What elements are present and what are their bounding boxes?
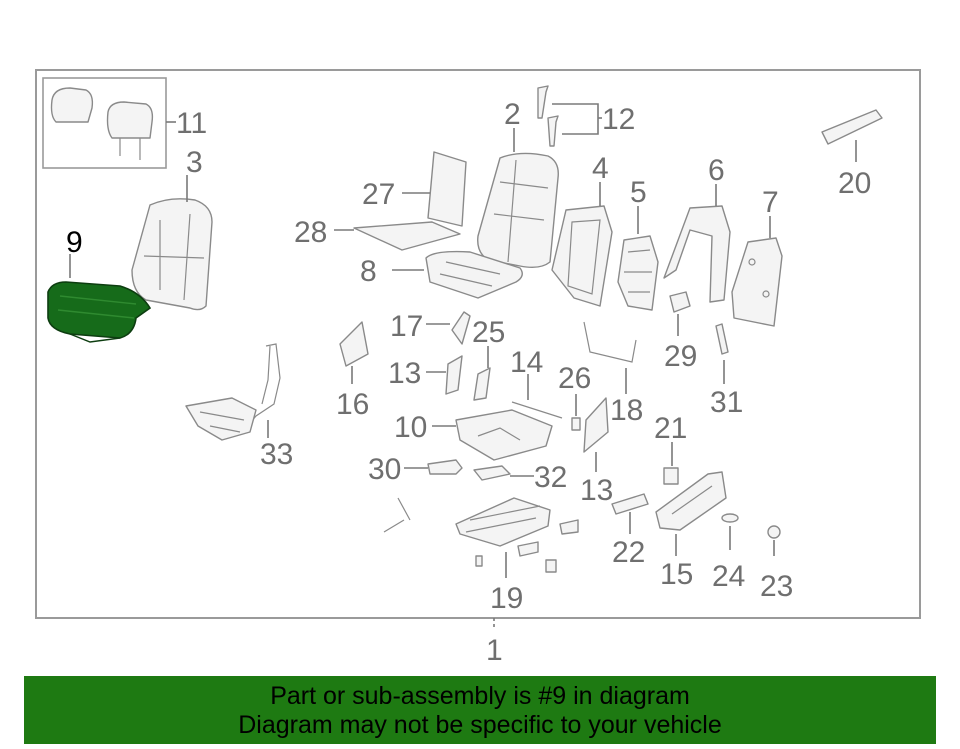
callout-5: 5 <box>630 176 647 209</box>
callout-9: 9 <box>66 226 83 259</box>
callout-16: 16 <box>336 388 369 421</box>
part-8-cushion[interactable] <box>425 250 523 299</box>
banner-line-disclaimer: Diagram may not be specific to your vehi… <box>238 711 722 739</box>
part-18-bracket[interactable] <box>583 321 637 363</box>
callout-10: 10 <box>394 411 427 444</box>
part-13-bracket-right[interactable] <box>583 397 609 453</box>
callout-21: 21 <box>654 412 687 445</box>
callout-24: 24 <box>712 560 745 593</box>
part-21-switch[interactable] <box>663 467 679 485</box>
part-12-bolts[interactable] <box>537 85 559 147</box>
part-32-cover[interactable] <box>473 465 511 481</box>
callout-32: 32 <box>534 461 567 494</box>
part-33-wiring-harness[interactable] <box>185 343 281 441</box>
callout-11: 11 <box>176 107 207 140</box>
part-22-switch-bezel[interactable] <box>611 493 649 515</box>
part-10-cushion-frame[interactable] <box>455 409 553 461</box>
part-3-seatback-cover[interactable] <box>131 198 213 311</box>
part-23-knob[interactable] <box>767 525 781 539</box>
callout-4: 4 <box>592 152 609 185</box>
part-25-bracket[interactable] <box>473 367 491 401</box>
headrest-inset-box <box>42 77 167 169</box>
part-4-seatback-frame[interactable] <box>551 205 613 307</box>
callout-14: 14 <box>510 346 543 379</box>
callout-30: 30 <box>368 453 401 486</box>
callout-23: 23 <box>760 570 793 603</box>
part-7-back-panel[interactable] <box>731 237 783 327</box>
callout-13-lower: 13 <box>580 474 613 507</box>
callout-13-upper: 13 <box>388 357 421 390</box>
callout-20: 20 <box>838 167 871 200</box>
callout-1: 1 <box>486 634 503 667</box>
callout-25: 25 <box>472 316 505 349</box>
callout-8: 8 <box>360 255 377 288</box>
callout-2: 2 <box>504 98 521 131</box>
banner-line-part: Part or sub-assembly is #9 in diagram <box>270 682 690 710</box>
part-19-seat-track[interactable] <box>383 497 579 573</box>
callout-15: 15 <box>660 558 693 591</box>
part-30-motor[interactable] <box>427 459 463 475</box>
part-13-bracket-left[interactable] <box>445 355 463 395</box>
callout-7: 7 <box>762 186 779 219</box>
callout-27: 27 <box>362 178 395 211</box>
part-15-outer-shield[interactable] <box>655 471 727 531</box>
part-9-seat-cushion[interactable] <box>47 281 152 343</box>
part-17-bracket[interactable] <box>451 311 471 345</box>
callout-18: 18 <box>610 394 643 427</box>
callout-17: 17 <box>390 310 423 343</box>
part-31-trim[interactable] <box>715 323 729 355</box>
callout-28: 28 <box>294 216 327 249</box>
diagram-notice-banner: Part or sub-assembly is #9 in diagram Di… <box>24 676 936 744</box>
callout-6: 6 <box>708 154 725 187</box>
part-11-headrests[interactable] <box>50 87 154 160</box>
part-5-recliner-mechanism[interactable] <box>617 235 659 311</box>
callout-31: 31 <box>710 386 743 419</box>
callout-33: 33 <box>260 438 293 471</box>
part-2-seatback[interactable] <box>477 152 559 269</box>
part-24-clip[interactable] <box>721 513 739 523</box>
part-16-side-shield[interactable] <box>339 321 369 367</box>
callout-22: 22 <box>612 536 645 569</box>
part-20-handle[interactable] <box>821 109 883 145</box>
callout-26: 26 <box>558 362 591 395</box>
callout-19: 19 <box>490 582 523 615</box>
callout-29: 29 <box>664 340 697 373</box>
callout-3: 3 <box>186 146 203 179</box>
part-28-cushion-pad[interactable] <box>353 221 461 251</box>
part-14-rod[interactable] <box>511 401 563 419</box>
part-6-side-bolster[interactable] <box>663 205 731 303</box>
part-27-seatback-pad[interactable] <box>427 151 467 227</box>
callout-12: 12 <box>602 103 635 136</box>
part-29-clip[interactable] <box>669 291 691 313</box>
part-26-fastener[interactable] <box>571 417 581 431</box>
